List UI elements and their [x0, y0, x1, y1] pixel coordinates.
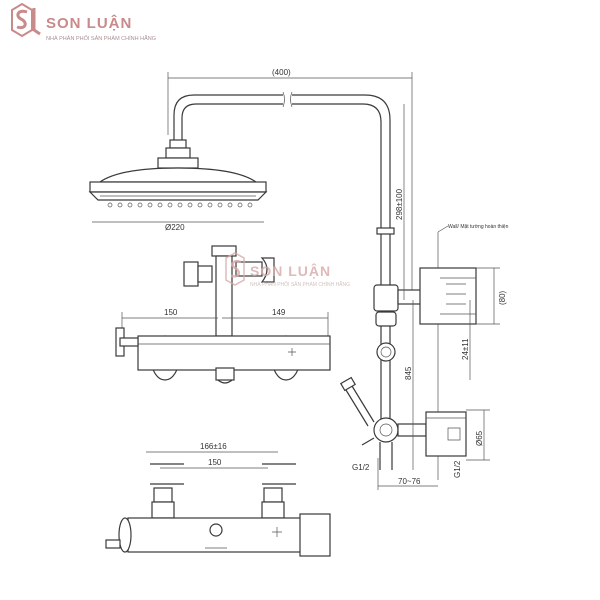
- brand-tagline: NHÀ PHÂN PHỐI SẢN PHẨM CHÍNH HÃNG: [46, 35, 156, 42]
- logo-mark-icon: [11, 2, 41, 38]
- left-width-label: 150: [164, 308, 178, 317]
- total-height-label: 845: [404, 366, 413, 380]
- brand-name: SON LUẬN: [46, 14, 132, 32]
- mixer-top-view: 166±16 150: [105, 442, 331, 557]
- wall-valve-detail: Ø65 G1/2: [425, 409, 490, 478]
- head-diameter-label: Ø220: [165, 223, 185, 232]
- total-height-dimension: 845: [404, 300, 414, 470]
- thread-right-label: G1/2: [453, 460, 462, 478]
- shower-head: Ø220: [88, 139, 268, 232]
- inlet-base-label: 150: [208, 458, 222, 467]
- right-width-label: 149: [272, 308, 286, 317]
- projection-dimension: G1/2 70~76: [352, 458, 438, 490]
- wall-note-label: Wall/ Mặt tường hoàn thiện: [448, 224, 509, 230]
- watermark: SON LUẬN NHÀ PHÂN PHỐI SẢN PHẨM CHÍNH HÃ…: [225, 252, 350, 288]
- pipe-height-dimension: 298±100: [395, 104, 405, 300]
- projection-label: 70~76: [398, 477, 421, 486]
- pipe-height-label: 298±100: [395, 188, 404, 220]
- watermark-logo-icon: [225, 252, 245, 286]
- valve-diameter-label: Ø65: [475, 430, 484, 446]
- watermark-tagline: NHÀ PHÂN PHỐI SẢN PHẨM CHÍNH HÃNG: [250, 281, 350, 288]
- thread-left-label: G1/2: [352, 463, 370, 472]
- overhead-pipe: [173, 91, 391, 230]
- thermostatic-mixer-front: 150 149: [115, 308, 331, 384]
- watermark-brand: SON LUẬN: [250, 262, 331, 279]
- spray-nozzles: [107, 202, 253, 208]
- bracket-height-label: (80): [498, 290, 507, 305]
- inlet-spacing-label: 166±16: [200, 442, 227, 451]
- arm-length-label: (400): [272, 68, 291, 77]
- brand-logo: SON LUẬN NHÀ PHÂN PHỐI SẢN PHẨM CHÍNH HÃ…: [11, 2, 156, 42]
- wall-bracket-detail: Wall/ Mặt tường hoàn thiện (80) 24±11: [419, 224, 509, 480]
- arm-length-dimension: (400): [167, 68, 413, 300]
- hand-shower-holder: [183, 245, 275, 337]
- center-offset-label: 24±11: [461, 338, 470, 360]
